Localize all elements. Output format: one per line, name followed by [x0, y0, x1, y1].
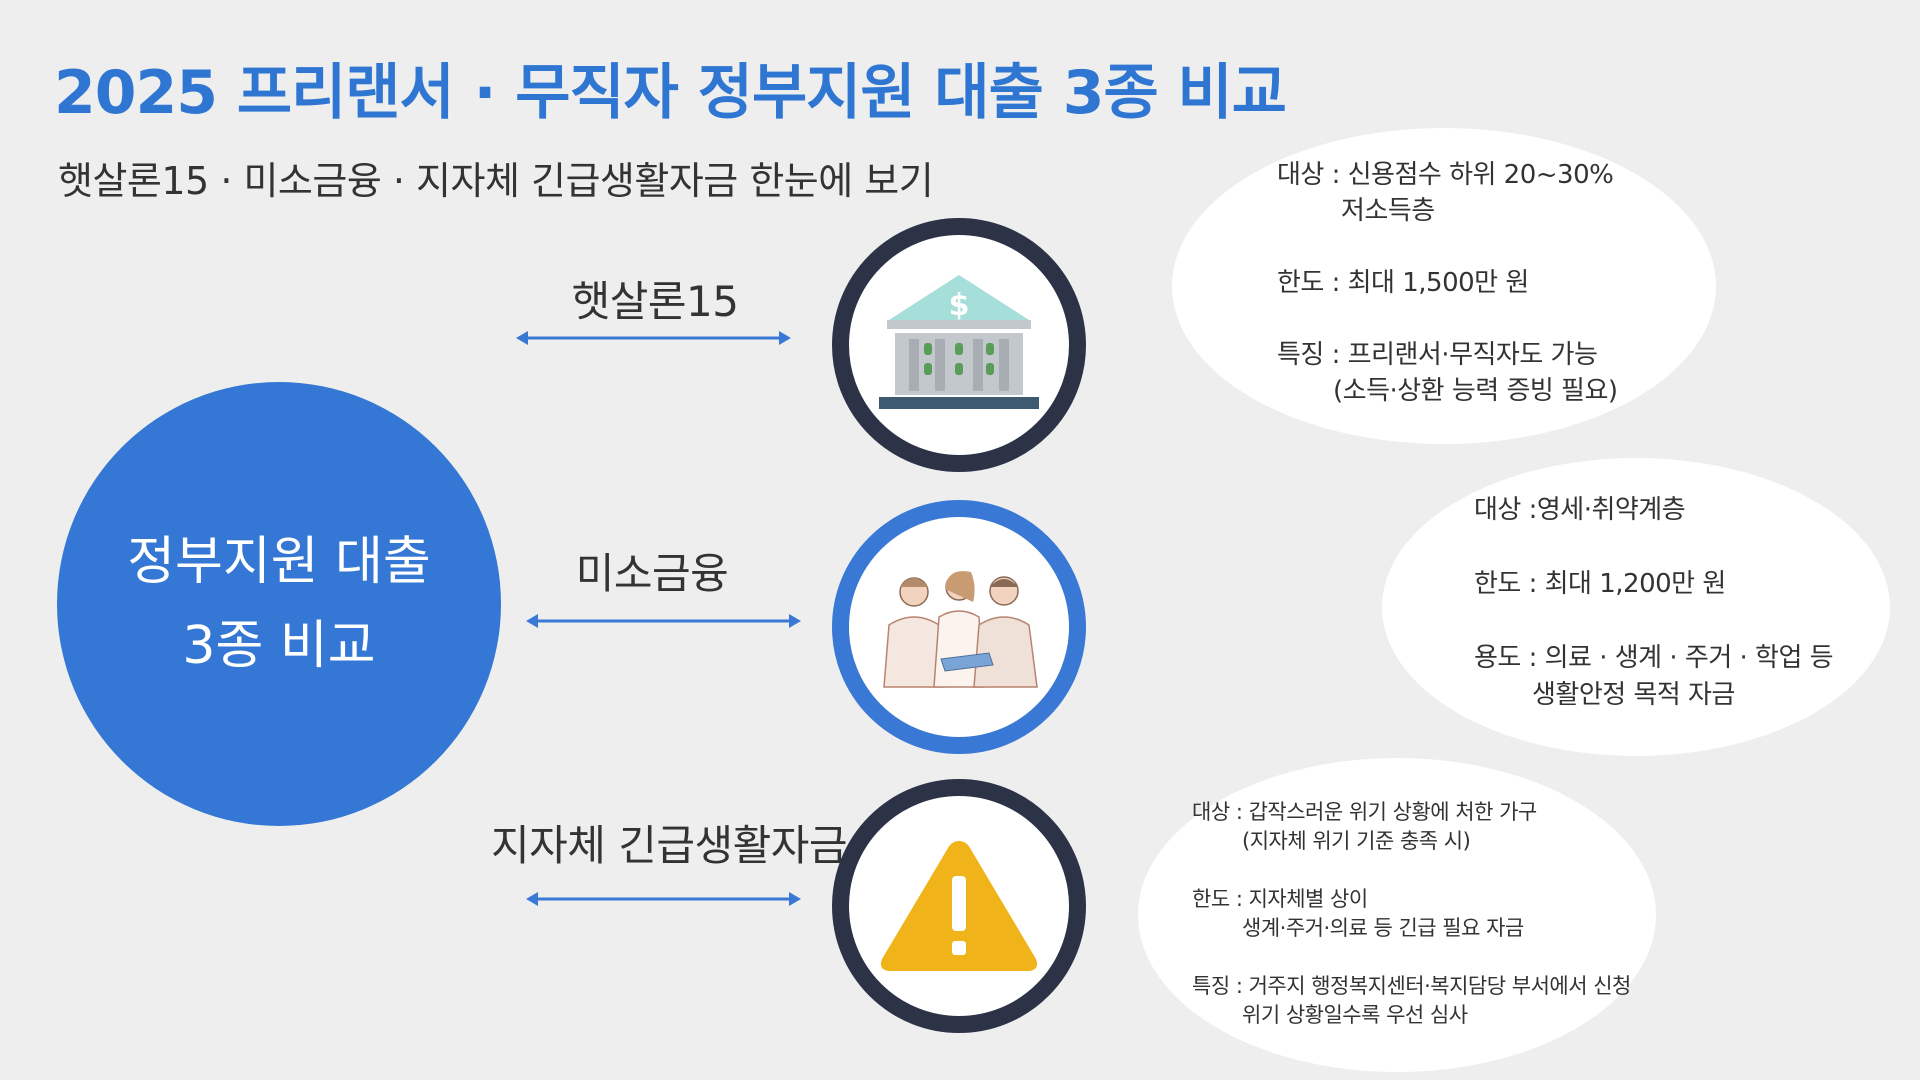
ring-people — [832, 500, 1086, 754]
center-circle: 정부지원 대출 3종 비교 — [57, 382, 501, 826]
warning-icon — [880, 841, 1038, 971]
info3-feature-cont: 위기 상황일수록 우선 심사 — [1242, 1003, 1468, 1027]
info3-target: 대상 : 갑작스러운 위기 상황에 처한 가구 — [1192, 800, 1537, 824]
page-title: 2025 프리랜서 · 무직자 정부지원 대출 3종 비교 — [54, 58, 1287, 128]
info-bubble-3 — [1138, 758, 1656, 1072]
label-miso: 미소금융 — [575, 549, 729, 598]
label-haetsal: 햇살론15 — [571, 277, 739, 326]
info3-feature: 특징 : 거주지 행정복지센터·복지담당 부서에서 신청 — [1192, 974, 1631, 998]
page-subtitle: 햇살론15 · 미소금융 · 지자체 긴급생활자금 한눈에 보기 — [58, 159, 934, 203]
info-text-2: 대상 :영세·취약계층 한도 : 최대 1,200만 원 용도 : 의료 · 생… — [1474, 492, 1834, 714]
center-line-1: 정부지원 대출 — [127, 532, 431, 592]
info-text-3: 대상 : 갑작스러운 위기 상황에 처한 가구 (지자체 위기 기준 충족 시)… — [1192, 798, 1631, 1030]
info2-limit: 한도 : 최대 1,200만 원 — [1474, 569, 1726, 599]
info1-target-cont: 저소득층 — [1341, 196, 1435, 226]
info2-use: 용도 : 의료 · 생계 · 주거 · 학업 등 — [1474, 643, 1834, 673]
info1-feature-cont: (소득·상환 능력 증빙 필요) — [1333, 376, 1618, 406]
info-text-1: 대상 : 신용점수 하위 20~30% 저소득층 한도 : 최대 1,500만 … — [1277, 157, 1618, 409]
label-local-fund: 지자체 긴급생활자금 — [490, 821, 848, 870]
center-line-2: 3종 비교 — [182, 616, 376, 676]
info1-feature: 특징 : 프리랜서·무직자도 가능 — [1277, 340, 1598, 370]
ring-bank: $ — [832, 218, 1086, 472]
people-icon — [883, 571, 1038, 688]
arrow-3 — [526, 892, 801, 906]
arrow-1 — [516, 331, 791, 345]
svg-text:$: $ — [949, 288, 970, 323]
info3-limit-cont: 생계·주거·의료 등 긴급 필요 자금 — [1242, 916, 1524, 940]
bank-icon: $ — [879, 275, 1039, 409]
arrow-2 — [526, 614, 801, 628]
info1-target: 대상 : 신용점수 하위 20~30% — [1277, 160, 1614, 190]
info-bubble-2 — [1382, 458, 1890, 756]
ring-warning — [832, 779, 1086, 1033]
info2-target: 대상 :영세·취약계층 — [1474, 495, 1686, 525]
info1-limit: 한도 : 최대 1,500만 원 — [1277, 268, 1529, 298]
info3-limit: 한도 : 지자체별 상이 — [1192, 887, 1368, 911]
info2-use-cont: 생활안정 목적 자금 — [1532, 680, 1735, 710]
info-bubble-1 — [1172, 128, 1716, 444]
info3-target-cont: (지자체 위기 기준 충족 시) — [1242, 829, 1471, 853]
